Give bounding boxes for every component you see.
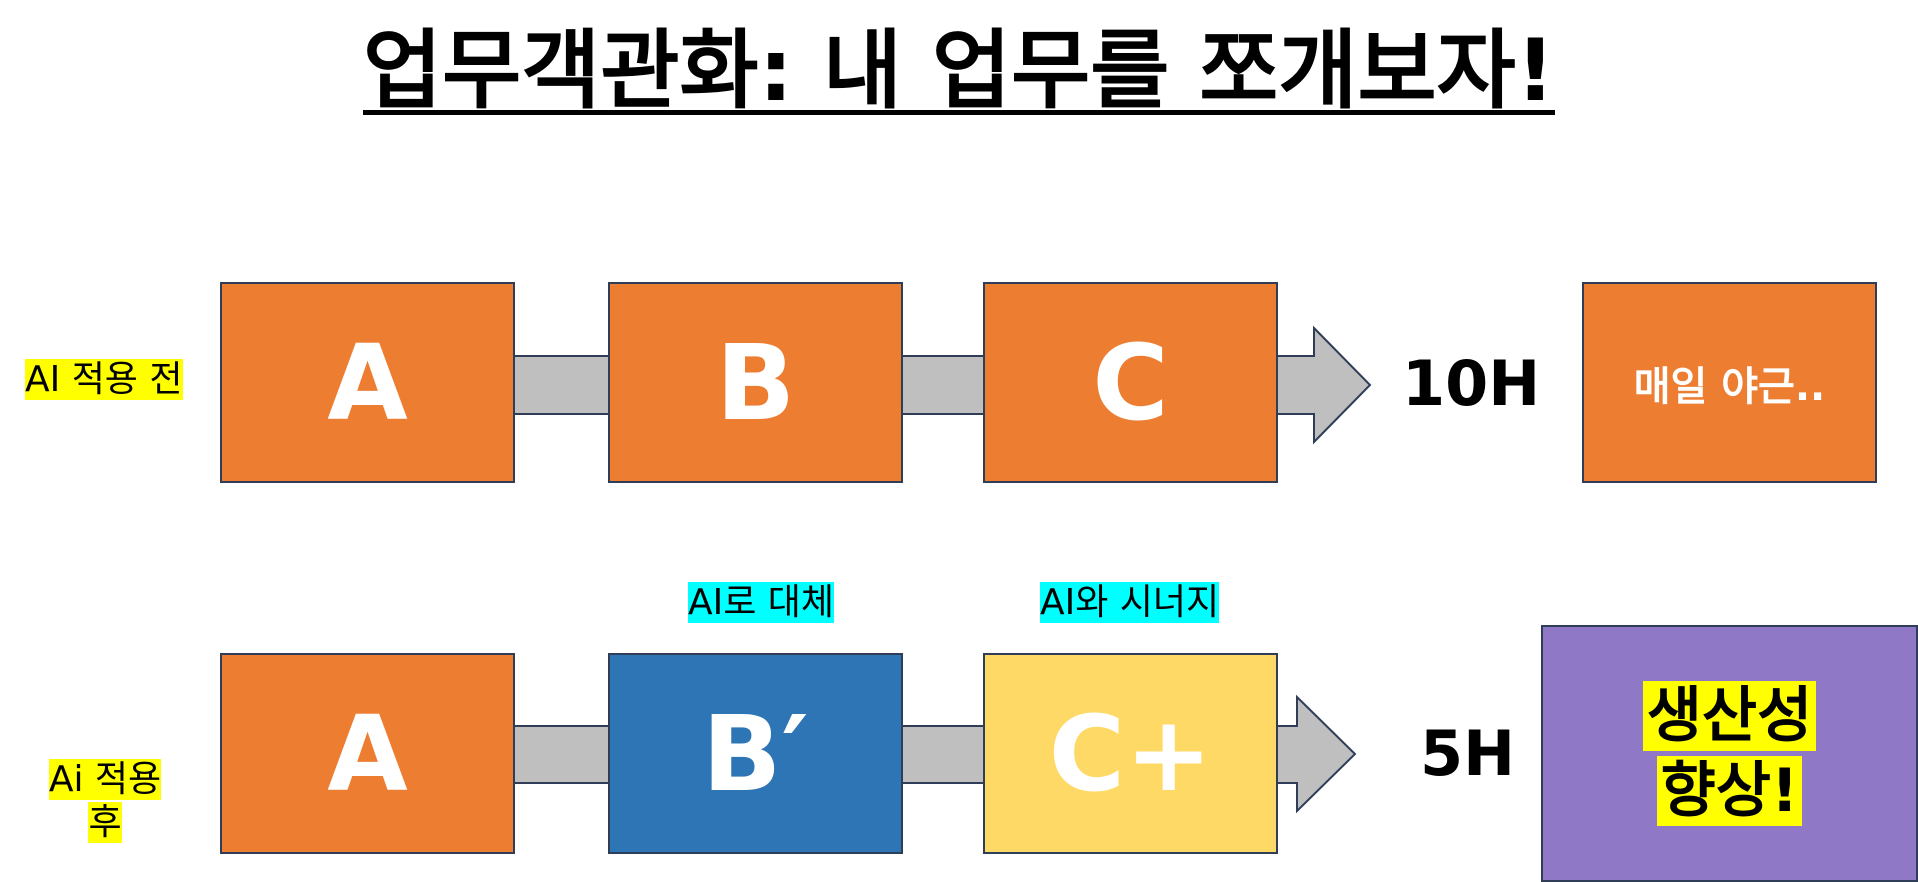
step-c-plus-after-label: C+ bbox=[1048, 692, 1213, 815]
connector-a-b-after bbox=[512, 725, 611, 784]
hours-before: 10H bbox=[1402, 347, 1541, 420]
step-a-before-label: A bbox=[327, 321, 408, 444]
result-after-text: 생산성 향상! bbox=[1642, 679, 1817, 829]
connector-a-b-before bbox=[512, 355, 611, 415]
hours-after: 5H bbox=[1420, 717, 1516, 790]
step-b-before: B bbox=[608, 282, 903, 483]
row-label-after: Ai 적용 후 bbox=[45, 758, 165, 844]
step-b-before-label: B bbox=[715, 321, 796, 444]
arrow-to-hours-before bbox=[1276, 325, 1372, 445]
row-label-after-line2: 후 bbox=[88, 802, 122, 844]
tag-ai-synergy-text: AI와 시너지 bbox=[1040, 582, 1220, 623]
step-b-prime-after-label: B′ bbox=[702, 692, 809, 815]
step-c-before: C bbox=[983, 282, 1278, 483]
step-c-before-label: C bbox=[1092, 321, 1169, 444]
page-title: 업무객관화: 내 업무를 쪼개보자! bbox=[0, 22, 1918, 121]
row-label-after-line1: Ai 적용 bbox=[48, 759, 162, 800]
title-text: 업무객관화: 내 업무를 쪼개보자! bbox=[363, 21, 1555, 121]
connector-b-c-before bbox=[901, 355, 986, 415]
row-label-before: AI 적용 전 bbox=[25, 358, 183, 401]
tag-ai-synergy: AI와 시너지 bbox=[1040, 580, 1220, 625]
connector-b-c-after bbox=[901, 725, 986, 784]
step-a-after-label: A bbox=[327, 692, 408, 815]
step-a-before: A bbox=[220, 282, 515, 483]
result-before: 매일 야근.. bbox=[1582, 282, 1877, 483]
result-after-line2: 향상! bbox=[1656, 755, 1803, 826]
tag-ai-replace: AI로 대체 bbox=[688, 580, 835, 625]
step-a-after: A bbox=[220, 653, 515, 854]
result-after-line1: 생산성 bbox=[1642, 680, 1817, 751]
step-c-plus-after: C+ bbox=[983, 653, 1278, 854]
result-before-text: 매일 야근.. bbox=[1633, 363, 1826, 410]
arrow-to-hours-after bbox=[1276, 694, 1357, 814]
step-b-prime-after: B′ bbox=[608, 653, 903, 854]
tag-ai-replace-text: AI로 대체 bbox=[688, 582, 835, 623]
row-label-before-text: AI 적용 전 bbox=[25, 359, 183, 400]
result-after: 생산성 향상! bbox=[1541, 625, 1918, 882]
